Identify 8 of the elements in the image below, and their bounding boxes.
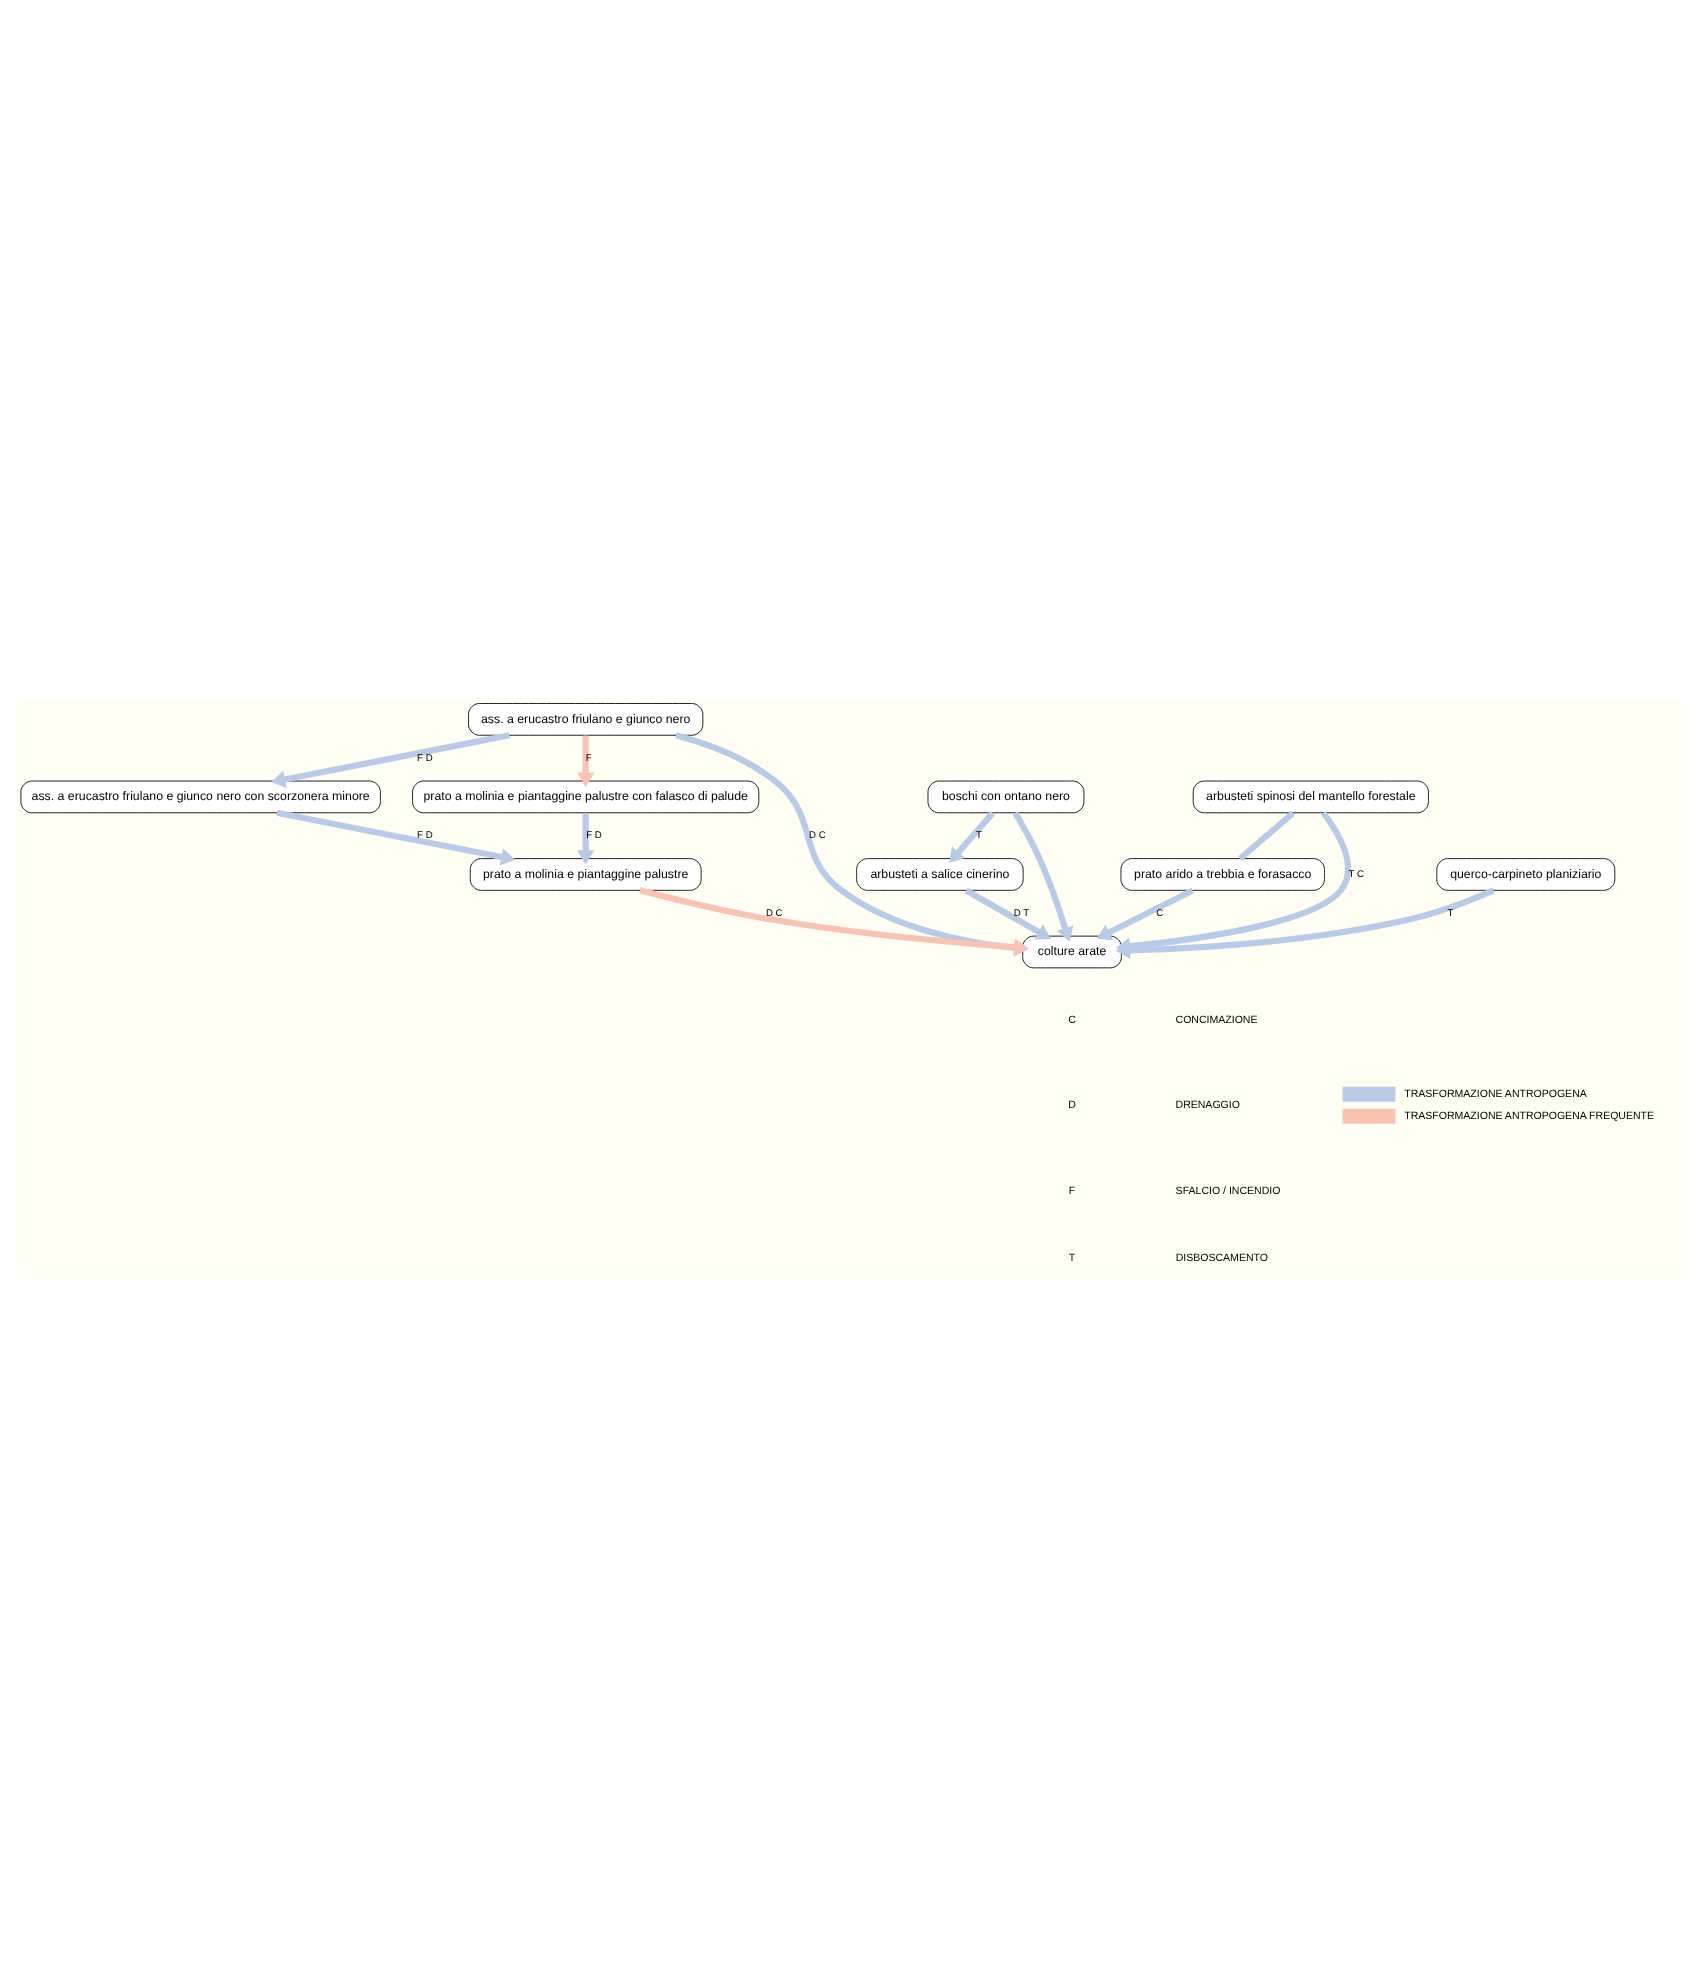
arrow (276, 809, 516, 866)
arrow (964, 887, 1051, 940)
arrow (271, 732, 510, 789)
arrow (1012, 811, 1074, 942)
arrow (949, 811, 995, 863)
arrow (576, 735, 595, 787)
connector (1238, 810, 1295, 861)
arrow (576, 813, 595, 865)
